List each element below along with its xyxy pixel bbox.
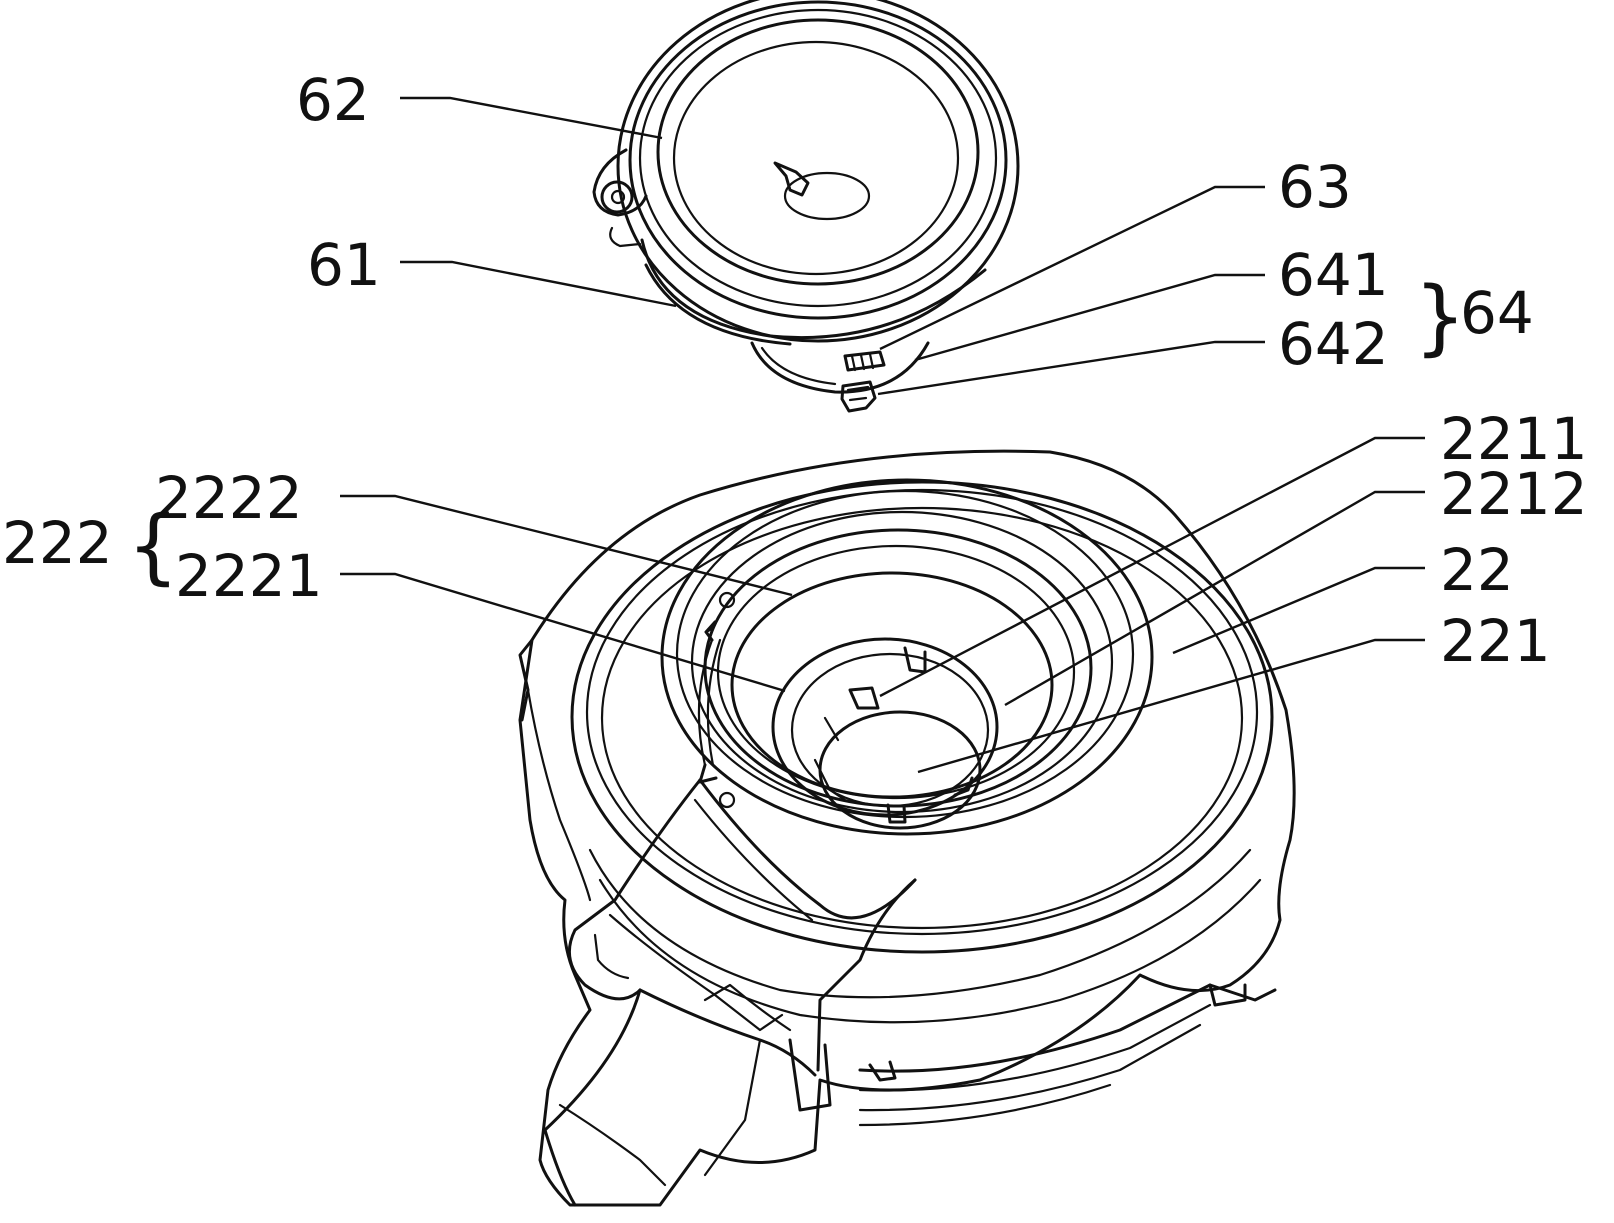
label-62: 62	[296, 66, 370, 134]
label-2221: 2221	[175, 542, 323, 610]
brace-64: }	[1414, 270, 1466, 365]
reference-labels: 62 61 63 641 642 } 64 2211 2212 22 221 2…	[2, 66, 1588, 675]
label-641: 641	[1278, 241, 1389, 309]
label-61: 61	[307, 231, 381, 299]
label-2212: 2212	[1440, 460, 1588, 528]
label-2222: 2222	[155, 464, 303, 532]
leader-lines	[340, 96, 1425, 774]
lid-assembly	[518, 449, 1296, 1207]
label-2211: 2211	[1440, 405, 1588, 473]
label-22: 22	[1440, 536, 1514, 604]
label-63: 63	[1278, 153, 1352, 221]
label-222: 222	[2, 509, 113, 577]
cup-assembly	[592, 0, 1020, 413]
label-642: 642	[1278, 310, 1389, 378]
label-221: 221	[1440, 607, 1551, 675]
label-64: 64	[1460, 279, 1534, 347]
brace-222: {	[127, 499, 179, 594]
